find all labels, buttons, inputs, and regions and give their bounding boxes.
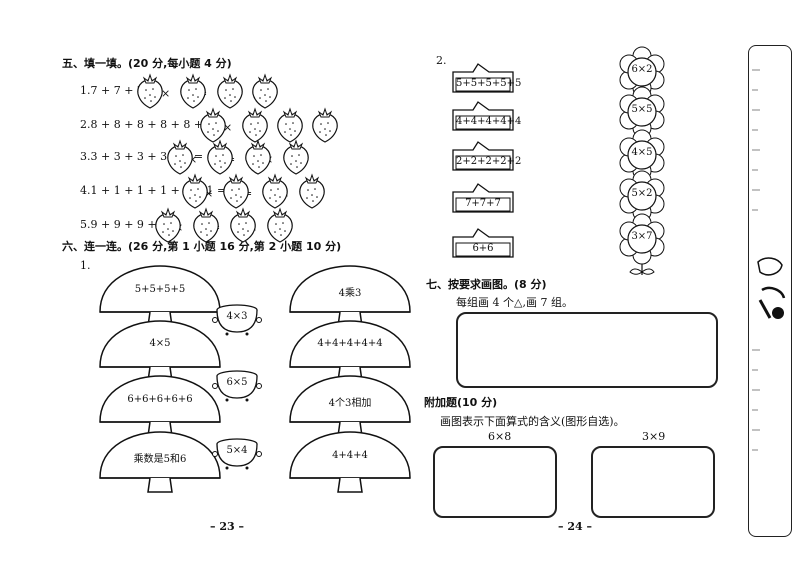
left-mushroom-label[interactable]: 5+5+5+5 xyxy=(134,284,186,295)
left-mushroom-label[interactable]: 6+6+6+6+6 xyxy=(127,394,193,405)
drawing-area-expr-1[interactable] xyxy=(433,446,557,518)
right-mushroom-label[interactable]: 4乘3 xyxy=(338,288,362,299)
flower-label[interactable]: 3×7 xyxy=(631,231,653,242)
right-mushroom-label[interactable]: 4个3相加 xyxy=(328,398,372,409)
section6-sub1: 1. xyxy=(80,259,91,272)
bonus-instruction: 画图表示下面算式的含义(图形自选)。 xyxy=(440,415,625,428)
house-label[interactable]: 7+7+7 xyxy=(465,198,501,209)
fill-item-expr: 2.8 + 8 + 8 + 8 + 8 + 8 = xyxy=(80,118,227,131)
section7-title: 七、按要求画图。(8 分) xyxy=(426,278,547,291)
page-number-left: – 23 – xyxy=(210,520,244,533)
fill-item-operator: × xyxy=(204,187,214,200)
drawing-area-triangles[interactable] xyxy=(456,312,718,388)
house-label[interactable]: 4+4+4+4+4 xyxy=(456,116,522,127)
bonus-title: 附加题(10 分) xyxy=(424,396,498,409)
right-mushroom-label[interactable]: 4+4+4 xyxy=(332,450,368,461)
fill-item-operator: × xyxy=(161,87,171,100)
binding-strip xyxy=(748,45,792,537)
page-number-right: – 24 – xyxy=(558,520,592,533)
flower-label[interactable]: 5×2 xyxy=(631,188,653,199)
drawing-area-expr-2[interactable] xyxy=(591,446,715,518)
flower-label[interactable]: 4×5 xyxy=(631,147,653,158)
bowl-label[interactable]: 6×5 xyxy=(226,377,248,388)
section6-title: 六、连一连。(26 分,第 1 小题 16 分,第 2 小题 10 分) xyxy=(62,240,342,253)
bonus-expr-2: 3×9 xyxy=(642,430,666,443)
flower-label[interactable]: 6×2 xyxy=(631,64,653,75)
left-mushroom-label[interactable]: 4×5 xyxy=(149,338,171,349)
house-label[interactable]: 2+2+2+2+2 xyxy=(456,156,522,167)
right-mushroom-label[interactable]: 4+4+4+4+4 xyxy=(317,338,383,349)
bowl-label[interactable]: 4×3 xyxy=(226,311,248,322)
bowl-label[interactable]: 5×4 xyxy=(226,445,248,456)
section2-label: 2. xyxy=(436,54,447,67)
left-mushroom-label[interactable]: 乘数是5和6 xyxy=(133,454,187,465)
bonus-expr-1: 6×8 xyxy=(488,430,512,443)
house-label[interactable]: 5+5+5+5+5 xyxy=(456,78,522,89)
section7-instruction: 每组画 4 个△,画 7 组。 xyxy=(456,296,573,309)
house-label[interactable]: 6+6 xyxy=(472,243,494,254)
logo-icon xyxy=(757,257,786,319)
fill-item-operator: × xyxy=(223,121,233,134)
strawberry-grid xyxy=(137,74,338,243)
section5-title: 五、填一填。(20 分,每小题 4 分) xyxy=(62,57,232,70)
fill-item-expr: 5.9 + 9 + 9 + 9 = xyxy=(80,218,180,231)
flower-label[interactable]: 5×5 xyxy=(631,104,653,115)
